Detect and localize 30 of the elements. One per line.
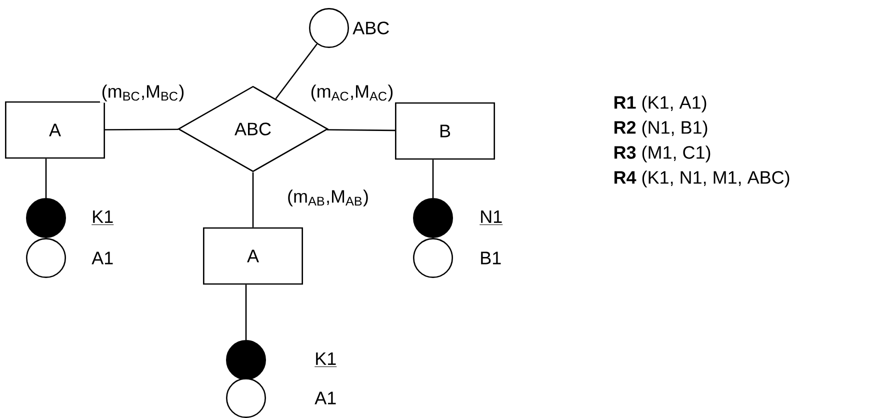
relation-schema: R2 (N1, B1) [614,120,708,138]
connector-line [105,128,178,130]
attribute-label: B1 [481,252,501,264]
attribute-label: N1 [479,210,503,225]
connector-line [275,44,318,100]
attribute-label: A1 [92,252,113,264]
key-attribute-dot [413,198,454,238]
relation-schema: R4 (K1, N1, M1, ABC) [614,170,790,188]
attribute-label: ABC [352,22,389,34]
attribute-circle [413,238,454,278]
cardinality-label: (m$_{BC}$,M$_{BC}$) [102,84,184,102]
connector-line [245,284,247,340]
entity-box: A [5,101,105,159]
relation-schema: R1 (K1, A1) [614,96,706,112]
key-attribute-dot [26,198,66,238]
attribute-circle [309,8,349,48]
connector-line [252,172,254,228]
attribute-label: A1 [314,392,336,404]
entity-box: B [395,102,496,160]
attribute-circle [226,378,266,418]
key-attribute-dot [226,340,266,380]
entity-box: A [203,227,303,285]
relation-schema: R3 (M1, C1) [614,146,710,162]
connector-line [432,160,434,198]
connector-line [327,129,396,132]
connector-line [45,158,47,198]
attribute-label: K1 [314,352,337,367]
attribute-label: K1 [91,210,114,225]
cardinality-label: (m$_{AB}$,M$_{AB}$) [288,190,368,206]
attribute-circle [26,238,66,278]
